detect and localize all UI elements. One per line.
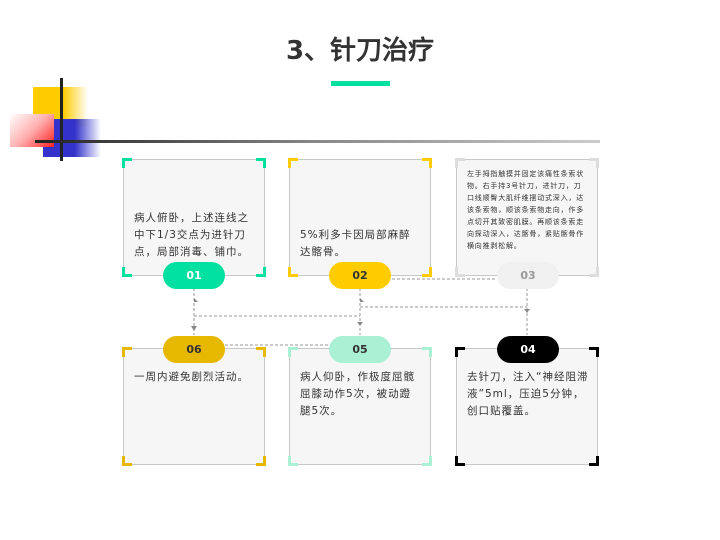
step-card-03: 左手拇指触摸并固定该痛性条索状物。右手持3号针刀，进针刀，刀口线顺臀大肌纤维摆动…	[455, 158, 599, 277]
step-number-03: 03	[497, 262, 559, 289]
step-text: 病人仰卧，作极度屈髋屈膝动作5次，被动蹬腿5次。	[300, 371, 415, 417]
step-number-02: 02	[329, 262, 391, 289]
step-text: 一周内避免剧烈活动。	[134, 371, 249, 383]
step-card-05: 病人仰卧，作极度屈髋屈膝动作5次，被动蹬腿5次。	[288, 347, 432, 466]
step-text: 去针刀，注入“神经阻滞液”5ml，压迫5分钟，创口贴覆盖。	[467, 371, 589, 417]
step-text: 5%利多卡因局部麻醉达髂骨。	[300, 229, 411, 258]
step-text: 病人俯卧，上述连线之中下1/3交点为进针刀点，局部消毒、铺巾。	[134, 212, 249, 258]
step-card-04: 去针刀，注入“神经阻滞液”5ml，压迫5分钟，创口贴覆盖。	[455, 347, 599, 466]
step-number-04: 04	[497, 336, 559, 363]
step-card-02: 5%利多卡因局部麻醉达髂骨。	[288, 158, 432, 277]
step-number-01: 01	[163, 262, 225, 289]
step-text: 左手拇指触摸并固定该痛性条索状物。右手持3号针刀，进针刀，刀口线顺臀大肌纤维摆动…	[467, 170, 584, 250]
step-number-05: 05	[329, 336, 391, 363]
step-card-01: 病人俯卧，上述连线之中下1/3交点为进针刀点，局部消毒、铺巾。	[122, 158, 266, 277]
title-underline	[331, 81, 390, 86]
page-title: 3、针刀治疗	[285, 36, 435, 66]
step-number-06: 06	[163, 336, 225, 363]
step-card-06: 一周内避免剧烈活动。	[122, 347, 266, 466]
